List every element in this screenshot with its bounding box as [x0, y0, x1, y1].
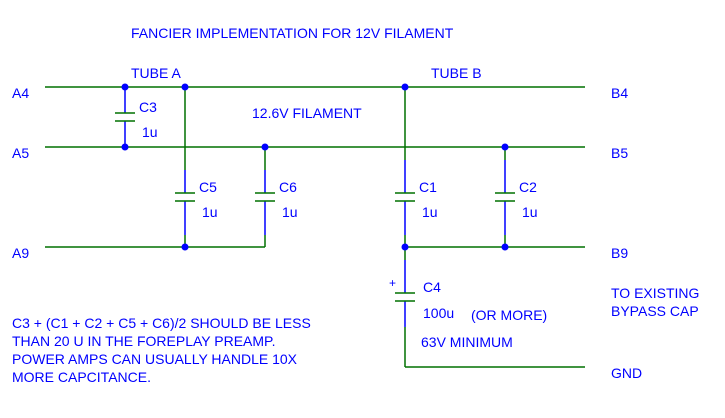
bypass-note-2: BYPASS CAP [611, 303, 699, 319]
c4-name: C4 [423, 279, 441, 295]
pin-a5: A5 [12, 145, 29, 161]
filament-label: 12.6V FILAMENT [252, 105, 362, 121]
capacitor-c3 [115, 87, 135, 147]
junction-dots [121, 83, 509, 251]
c4-note-more: (OR MORE) [471, 307, 547, 323]
note-line-4: MORE CAPCITANCE. [12, 369, 151, 385]
c1-value: 1u [422, 204, 438, 220]
pin-a4: A4 [12, 85, 29, 101]
capacitor-c2 [495, 147, 515, 247]
note-line-3: POWER AMPS CAN USUALLY HANDLE 10X [12, 351, 298, 367]
note-line-2: THAN 20 U IN THE FOREPLAY PREAMP. [12, 333, 275, 349]
tube-b-label: TUBE B [431, 65, 482, 81]
bypass-note-1: TO EXISTING [611, 285, 699, 301]
c6-value: 1u [282, 204, 298, 220]
c4-polarity: + [389, 276, 396, 290]
tube-a-label: TUBE A [131, 65, 181, 81]
note-line-1: C3 + (C1 + C2 + C5 + C6)/2 SHOULD BE LES… [12, 315, 311, 331]
capacitor-c6 [255, 147, 275, 247]
c3-name: C3 [139, 99, 157, 115]
capacitor-c4 [395, 247, 415, 367]
capacitor-c5 [175, 87, 195, 247]
c6-name: C6 [279, 179, 297, 195]
capacitor-c1 [395, 87, 415, 247]
pin-b4: B4 [611, 85, 628, 101]
pin-b5: B5 [611, 145, 628, 161]
c1-name: C1 [419, 179, 437, 195]
diagram-title: FANCIER IMPLEMENTATION FOR 12V FILAMENT [131, 25, 454, 41]
pin-gnd: GND [611, 365, 642, 381]
c5-value: 1u [202, 204, 218, 220]
c2-name: C2 [519, 179, 537, 195]
c4-note-voltage: 63V MINIMUM [421, 334, 513, 350]
c5-name: C5 [199, 179, 217, 195]
c4-value: 100u [423, 305, 454, 321]
c3-value: 1u [142, 124, 158, 140]
c2-value: 1u [522, 204, 538, 220]
pin-b9: B9 [611, 245, 628, 261]
pin-a9: A9 [12, 245, 29, 261]
